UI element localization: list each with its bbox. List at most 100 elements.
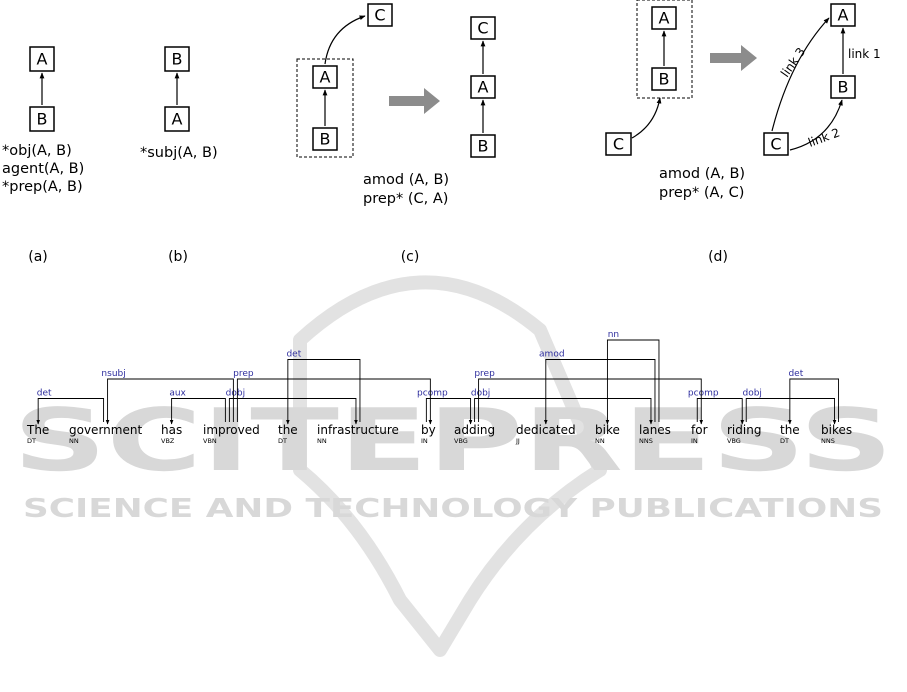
panel-d-relation-1: amod (A, B) — [659, 166, 745, 182]
panel-d-before-edge-ca — [631, 97, 662, 139]
parse-tag: VBZ — [161, 437, 175, 445]
dependency-label: det — [788, 369, 803, 379]
panel-c-after-box-c — [470, 16, 496, 40]
panel-c-before-edge-ac — [324, 15, 366, 65]
parse-word: adding — [454, 423, 495, 437]
watermark-small-text: SCIENCE AND TECHNOLOGY PUBLICATIONS — [23, 494, 883, 524]
panel-d-before-box-b — [651, 67, 677, 91]
parse-word: lanes — [639, 423, 671, 437]
parse-word: infrastructure — [317, 423, 399, 437]
panel-c-before-box-b — [312, 127, 338, 151]
dependency-label: prep — [233, 369, 254, 379]
panel-label-b: (b) — [168, 249, 188, 265]
panel-d-transform-arrow — [710, 45, 757, 71]
dependency-arc — [788, 378, 840, 425]
panel-c-before-box-c-label: C — [374, 6, 385, 25]
parse-tag: IN — [421, 437, 428, 445]
panel-c-after-box-a-label: A — [478, 78, 489, 97]
dependency-parse: TheDTgovernmentNNhasVBZimprovedVBNtheDTi… — [26, 330, 852, 445]
panel-d-relation-2: prep* (A, C) — [659, 185, 744, 201]
panel-d-link2-label: link 2 — [806, 125, 841, 149]
parse-word: bike — [595, 423, 620, 437]
dependency-arc — [544, 359, 656, 425]
panel-label-d: (d) — [708, 249, 728, 265]
parse-tag: JJ — [515, 437, 520, 445]
panel-c-before-box-b-label: B — [320, 130, 331, 149]
panel-b-box-bottom — [164, 106, 190, 132]
panel-c-transform-arrow — [389, 88, 440, 114]
parse-tag: VBG — [454, 437, 468, 445]
panel-label-c: (c) — [401, 249, 420, 265]
panel-d-before-box-a-label: A — [659, 9, 670, 28]
panel-d-edge-link2 — [789, 99, 843, 151]
panel-a-box-bottom-label: B — [37, 110, 48, 129]
dependency-label: det — [286, 350, 301, 360]
watermark: SCITEPRESS SCIENCE AND TECHNOLOGY PUBLIC… — [13, 275, 893, 657]
panel-c-dashed-group — [296, 58, 354, 158]
dependency-label: aux — [169, 389, 186, 399]
dependency-label: det — [37, 389, 52, 399]
dependency-arc — [228, 398, 358, 425]
parse-word: dedicated — [516, 423, 576, 437]
panel-d-after-box-a-label: A — [838, 6, 849, 25]
panel-b: B A *subj(A, B) — [140, 46, 218, 161]
panel-b-box-top-label: B — [172, 50, 183, 69]
dependency-label: nn — [608, 330, 619, 340]
dependency-label: dobj — [743, 389, 762, 399]
parse-tag: DT — [278, 437, 287, 445]
panel-c-before-box-a — [312, 65, 338, 89]
panel-c-relation-2: prep* (C, A) — [363, 191, 448, 207]
parse-word: government — [69, 423, 142, 437]
panel-b-box-bottom-label: A — [172, 110, 183, 129]
panel-a-relation-3: *prep(A, B) — [2, 179, 83, 195]
panel-d-after-box-b — [830, 75, 856, 99]
dependency-label: dobj — [471, 389, 490, 399]
parse-tag: IN — [691, 437, 698, 445]
dependency-arc — [745, 398, 837, 425]
panel-d-after-box-b-label: B — [838, 78, 849, 97]
panel-d-edge-link3 — [771, 17, 830, 132]
panel-c-after-box-a — [470, 75, 496, 99]
dependency-label: pcomp — [688, 389, 719, 399]
panel-d-after-box-c — [763, 132, 789, 156]
panel-d-after-box-c-label: C — [770, 135, 781, 154]
panel-d-dashed-group — [636, 0, 693, 99]
panel-c-before-box-c — [367, 3, 393, 27]
dependency-arc — [105, 378, 234, 425]
dependency-arc — [36, 398, 105, 425]
panel-a-relation-1: *obj(A, B) — [2, 143, 72, 159]
panel-label-a: (a) — [28, 249, 48, 265]
panel-c-before-box-a-label: A — [320, 68, 331, 87]
panel-d: A B C A B C link 1 link 2 link 3 amod (A… — [605, 0, 881, 201]
parse-tag: NNS — [821, 437, 835, 445]
panel-c-relation-1: amod (A, B) — [363, 172, 449, 188]
watermark-book-shape — [293, 275, 607, 657]
panel-c-after-box-b — [470, 134, 496, 158]
panel-d-before-box-a — [651, 6, 677, 30]
dependency-arc — [696, 398, 745, 425]
panel-a-relation-2: agent(A, B) — [2, 161, 84, 177]
panel-d-before-box-c — [605, 132, 632, 156]
dependency-arc — [236, 378, 433, 425]
dependency-label: nsubj — [101, 369, 125, 379]
parse-tag: NNS — [639, 437, 653, 445]
parse-word: by — [421, 423, 436, 437]
panel-d-before-box-b-label: B — [659, 70, 670, 89]
panel-b-relation-1: *subj(A, B) — [140, 145, 218, 161]
panel-d-link3-label: link 3 — [778, 45, 808, 80]
dependency-arc — [286, 359, 361, 425]
dependency-arc — [474, 398, 653, 425]
parse-word: The — [26, 423, 49, 437]
panel-a-box-bottom — [29, 106, 55, 132]
dependency-label: pcomp — [417, 389, 448, 399]
parse-tag: DT — [27, 437, 36, 445]
panel-c-after-box-b-label: B — [478, 137, 489, 156]
panel-a-box-top-label: A — [37, 50, 48, 69]
watermark-big-text: SCITEPRESS — [13, 391, 893, 491]
parse-word: has — [161, 423, 182, 437]
panel-a: A B *obj(A, B) agent(A, B) *prep(A, B) — [2, 46, 84, 195]
panel-a-box-top — [29, 46, 55, 72]
panel-d-after-box-a — [830, 3, 856, 27]
parse-tag: DT — [780, 437, 789, 445]
